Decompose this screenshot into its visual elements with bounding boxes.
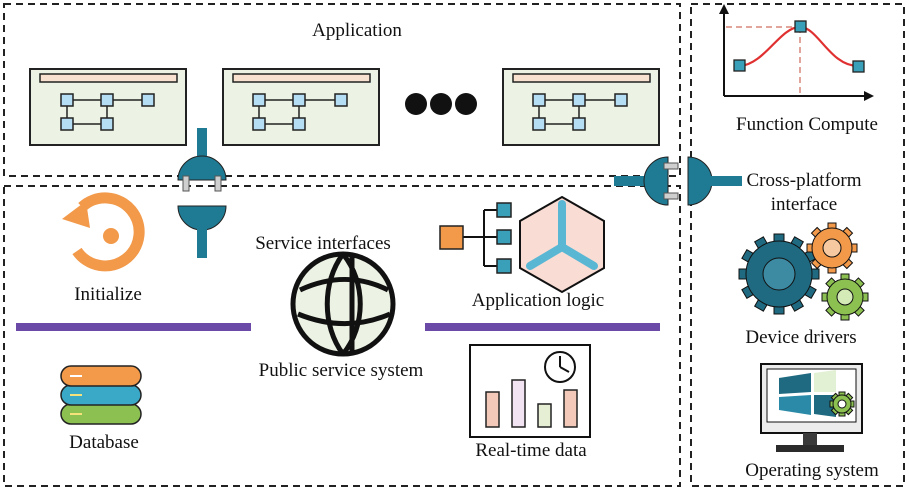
gear-icon (829, 391, 855, 417)
real-time-data-label: Real-time data (475, 440, 587, 461)
globe-icon (290, 251, 396, 357)
plug-icon (177, 128, 227, 258)
ellipsis-icon (405, 93, 477, 115)
hexagon-icon (519, 195, 605, 294)
application-label: Application (312, 20, 402, 41)
interface-label: interface (770, 194, 838, 215)
application-logic-label: Application logic (471, 290, 605, 311)
device-drivers-label: Device drivers (745, 327, 857, 348)
divider-bar (425, 323, 660, 331)
app-window-icon (29, 68, 187, 146)
database-icon (60, 365, 142, 425)
function-compute-label: Function Compute (736, 114, 878, 135)
service-interfaces-label: Service interfaces (255, 233, 391, 254)
application-region (3, 3, 681, 177)
monitor-icon (760, 363, 863, 452)
public-service-system-label: Public service system (258, 360, 424, 381)
initialize-label: Initialize (74, 284, 142, 305)
clock-icon (544, 351, 576, 383)
app-window-icon (222, 68, 380, 146)
divider-bar (16, 323, 251, 331)
hierarchy-icon (439, 202, 512, 274)
database-label: Database (69, 432, 139, 453)
service-region (3, 185, 681, 487)
refresh-icon (62, 192, 145, 272)
gears-icon (738, 222, 869, 321)
operating-system-label: Operating system (745, 460, 879, 481)
plug-icon (614, 156, 742, 206)
app-window-icon (502, 68, 660, 146)
curve-chart-icon (719, 4, 874, 101)
cross-platform-label: Cross-platform (746, 170, 862, 191)
